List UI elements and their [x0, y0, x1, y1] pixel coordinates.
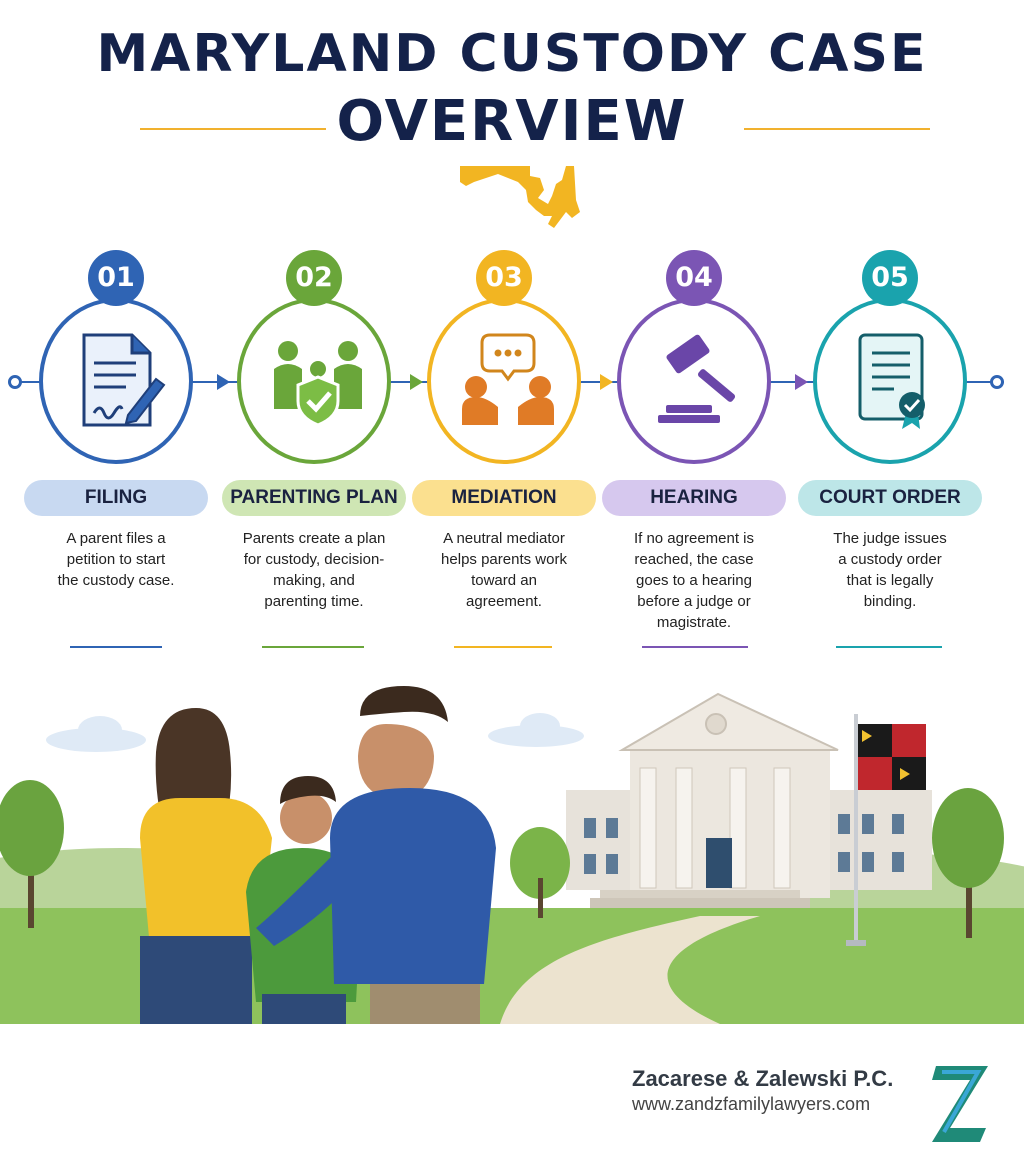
step-icon-ring — [39, 298, 193, 464]
desc-line: agreement. — [466, 593, 542, 610]
step-underline — [262, 646, 364, 648]
step-number-badge: 02 — [286, 250, 342, 306]
firm-name: Zacarese & Zalewski P.C. — [632, 1066, 894, 1091]
certificate-icon — [858, 333, 925, 429]
title-divider-right — [744, 128, 930, 130]
step-number-badge: 04 — [666, 250, 722, 306]
step-number-badge: 03 — [476, 250, 532, 306]
desc-line: goes to a hearing — [636, 572, 752, 589]
timeline-start-node — [8, 375, 22, 389]
title-line-2: OVERVIEW — [336, 89, 688, 154]
title-block: MARYLAND CUSTODY CASE OVERVIEW — [0, 28, 1024, 150]
title-divider-left — [140, 128, 326, 130]
title-line-1: MARYLAND CUSTODY CASE — [96, 24, 928, 84]
step-icon-ring — [427, 298, 581, 464]
walkway — [500, 916, 760, 1024]
step-icon-ring — [237, 298, 391, 464]
step-description: A parent files a petition to start the c… — [28, 528, 204, 591]
arrow-icon — [795, 374, 808, 390]
step-description: A neutral mediator helps parents work to… — [416, 528, 592, 612]
desc-line: before a judge or — [637, 593, 751, 610]
step-underline — [642, 646, 748, 648]
desc-line: reached, the case — [634, 551, 754, 568]
gavel-icon — [658, 334, 736, 423]
timeline-end-node — [990, 375, 1004, 389]
firm-logo-icon — [932, 1066, 988, 1142]
step-icon-ring — [617, 298, 771, 464]
maryland-map-icon — [460, 166, 580, 228]
arrow-icon — [600, 374, 613, 390]
family-shield-icon — [274, 341, 362, 427]
arrow-icon — [217, 374, 230, 390]
family-figures — [140, 686, 496, 1024]
step-underline — [70, 646, 162, 648]
desc-line: If no agreement is — [633, 530, 755, 547]
desc-line: A parent files a — [66, 530, 166, 547]
desc-line: for custody, decision- — [243, 551, 385, 568]
step-label: MEDIATION — [412, 480, 596, 516]
step-description: The judge issues a custody order that is… — [802, 528, 978, 612]
document-pen-icon — [82, 333, 166, 427]
step-label: FILING — [24, 480, 208, 516]
firm-website-link[interactable]: www.zandzfamilylawyers.com — [632, 1094, 871, 1114]
desc-line: A neutral mediator — [443, 530, 565, 547]
tree-icon — [0, 780, 1004, 938]
arrow-icon — [410, 374, 423, 390]
step-label: PARENTING PLAN — [222, 480, 406, 516]
desc-line: making, and — [273, 572, 355, 589]
desc-line: The judge issues — [833, 530, 947, 547]
step-underline — [454, 646, 552, 648]
desc-line: petition to start — [66, 551, 166, 568]
desc-line: that is legally — [846, 572, 934, 589]
footer: Zacarese & Zalewski P.C. www.zandzfamily… — [0, 1024, 1024, 1154]
process-timeline: 01 FILING A parent files a petition to s… — [0, 250, 1024, 670]
step-number-badge: 05 — [862, 250, 918, 306]
desc-line: Parents create a plan — [242, 530, 386, 547]
desc-line: helps parents work — [441, 551, 567, 568]
conversation-icon — [462, 333, 554, 425]
desc-line: magistrate. — [656, 614, 732, 631]
step-underline — [836, 646, 942, 648]
desc-line: parenting time. — [264, 593, 364, 610]
step-number-badge: 01 — [88, 250, 144, 306]
desc-line: the custody case. — [57, 572, 175, 589]
step-label: HEARING — [602, 480, 786, 516]
desc-line: binding. — [863, 593, 917, 610]
family-courthouse-illustration — [0, 668, 1024, 1024]
cloud-icon — [46, 713, 584, 752]
desc-line: a custody order — [838, 551, 942, 568]
step-icon-ring — [813, 298, 967, 464]
courthouse-building — [566, 692, 932, 908]
step-description: If no agreement is reached, the case goe… — [606, 528, 782, 633]
maryland-flag-icon — [846, 714, 926, 946]
step-description: Parents create a plan for custody, decis… — [226, 528, 402, 612]
desc-line: toward an — [471, 572, 537, 589]
step-label: COURT ORDER — [798, 480, 982, 516]
